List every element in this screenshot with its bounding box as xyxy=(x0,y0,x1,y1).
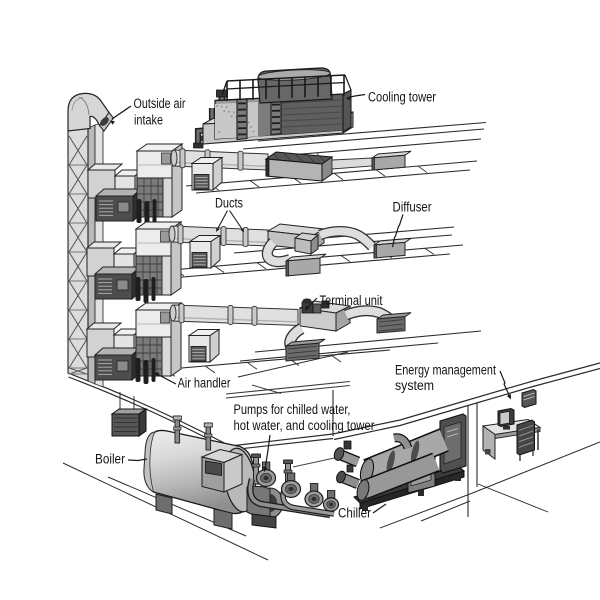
svg-text:hot water, and cooling tower: hot water, and cooling tower xyxy=(234,418,375,434)
svg-text:Ducts: Ducts xyxy=(215,196,243,212)
svg-text:Air handler: Air handler xyxy=(178,376,231,392)
svg-text:Energy management: Energy management xyxy=(395,363,496,379)
svg-text:system: system xyxy=(395,378,434,394)
svg-text:Terminal unit: Terminal unit xyxy=(320,293,383,309)
svg-text:Boiler: Boiler xyxy=(95,452,125,468)
svg-text:Chiller: Chiller xyxy=(338,506,371,522)
svg-text:Outside air: Outside air xyxy=(134,96,186,112)
svg-text:Pumps for chilled water,: Pumps for chilled water, xyxy=(234,402,351,418)
svg-text:Diffuser: Diffuser xyxy=(393,200,432,216)
svg-text:intake: intake xyxy=(134,113,163,129)
svg-text:Cooling tower: Cooling tower xyxy=(368,90,436,106)
